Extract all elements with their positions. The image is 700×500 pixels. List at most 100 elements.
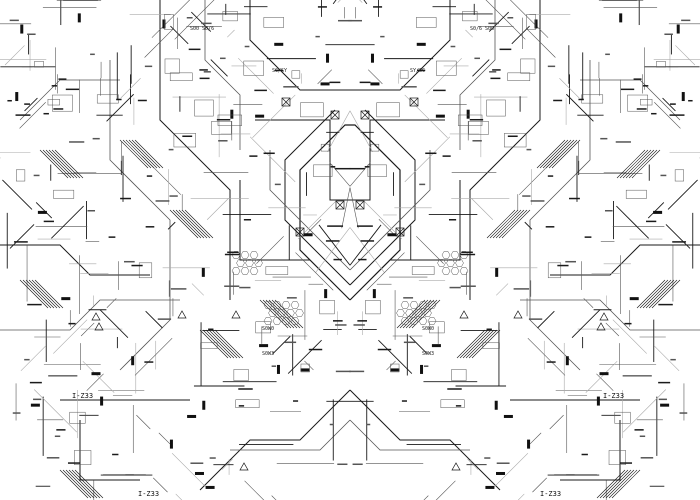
- component-box: [376, 102, 400, 118]
- trace-segment: [120, 78, 141, 99]
- triangle-symbol: [177, 310, 187, 319]
- bus-trace: [622, 149, 652, 179]
- label-mark: [488, 22, 499, 25]
- chip-component: [370, 82, 380, 86]
- component-box: [367, 164, 387, 177]
- chip-component: [387, 233, 397, 237]
- label-mark: [220, 57, 226, 60]
- bus-trace: [619, 149, 649, 179]
- x-box-cross: [295, 227, 305, 237]
- component-box: [53, 189, 75, 199]
- chip-component: [565, 356, 569, 366]
- hex-pad: [263, 317, 273, 325]
- label-mark: [489, 71, 497, 73]
- trace-segment: [349, 110, 373, 152]
- bus-trace: [462, 329, 492, 359]
- bus-trace: [498, 209, 528, 239]
- label-mark: [7, 99, 12, 102]
- chip-component: [169, 439, 173, 449]
- component-box: [173, 133, 196, 148]
- label-mark: [315, 35, 320, 38]
- trace-segment: [529, 432, 542, 445]
- label-mark: [547, 65, 556, 68]
- hex-pad: [450, 251, 460, 259]
- label-mark: [600, 137, 608, 140]
- chip-component: [15, 92, 19, 102]
- trace-segment: [616, 205, 649, 239]
- chip-component: [503, 414, 513, 418]
- trace-segment: [295, 252, 334, 291]
- label-mark: [490, 77, 501, 80]
- label-mark: [639, 435, 646, 438]
- trace-segment: [206, 198, 229, 220]
- chip-component: [230, 109, 234, 119]
- left-half: [0, 0, 352, 500]
- trace-segment: [287, 339, 322, 374]
- bus-trace: [122, 139, 152, 169]
- label-bottom-left: I-Z33: [138, 490, 159, 498]
- hex-pad: [396, 309, 405, 317]
- triangle-symbol: [91, 312, 101, 321]
- label-mark: [356, 225, 373, 227]
- label-mid-right-1: S0W0: [422, 326, 434, 332]
- label-top-right: S0/6 S00: [470, 26, 494, 32]
- bus-trace: [639, 279, 669, 309]
- bus-trace: [51, 149, 81, 179]
- trace-segment: [654, 346, 680, 371]
- chip-component: [91, 372, 101, 376]
- trace-segment: [571, 309, 601, 338]
- label-mark: [15, 114, 31, 116]
- label-mark: [619, 462, 633, 464]
- label-mark: [460, 285, 476, 287]
- label-mark: [254, 89, 267, 92]
- label-mark: [455, 405, 462, 407]
- trace-segment: [256, 236, 284, 264]
- hex-pad: [423, 309, 432, 317]
- x-box-cross: [409, 97, 419, 107]
- triangle-symbol: [231, 310, 241, 319]
- label-mark: [353, 324, 365, 326]
- label-mark: [120, 197, 131, 200]
- hex-pad: [268, 309, 277, 317]
- bus-trace: [39, 149, 69, 179]
- trace-segment: [158, 432, 171, 445]
- trace-segment: [667, 179, 698, 210]
- triangle-symbol: [459, 310, 469, 319]
- bus-trace: [456, 329, 486, 359]
- label-mark: [360, 240, 375, 242]
- chip-component: [619, 13, 623, 23]
- bus-trace: [54, 149, 84, 179]
- label-mark: [461, 251, 473, 254]
- trace-segment: [525, 27, 556, 58]
- trace-segment: [252, 94, 296, 138]
- chip-component: [320, 82, 330, 86]
- trace-segment: [378, 339, 413, 374]
- bus-trace: [175, 209, 205, 239]
- triangle-symbol: [451, 462, 461, 471]
- x-box: [330, 110, 340, 120]
- chip-component: [77, 13, 81, 23]
- label-mark: [329, 81, 341, 84]
- trace-segment: [465, 29, 473, 38]
- label-mid-right-2: S0W3: [422, 351, 434, 357]
- bus-trace: [34, 279, 64, 309]
- label-mark: [286, 297, 297, 299]
- trace-segment: [662, 97, 676, 112]
- bus-trace: [65, 469, 95, 499]
- label-mark: [492, 69, 501, 71]
- label-mark: [201, 22, 212, 25]
- trace-segment: [106, 93, 134, 122]
- label-mark: [669, 114, 685, 116]
- trace-segment: [488, 11, 510, 32]
- x-box-cross: [360, 110, 370, 120]
- label-mark: [658, 381, 671, 384]
- bus-trace: [271, 299, 301, 329]
- hex-pad: [446, 259, 455, 267]
- trace-segment: [318, 224, 351, 266]
- bus-trace: [28, 279, 58, 309]
- hex-pad: [418, 317, 428, 325]
- bus-trace: [125, 139, 155, 169]
- hex-pad: [450, 267, 460, 275]
- chip-component: [466, 109, 470, 119]
- trace-segment: [151, 0, 191, 38]
